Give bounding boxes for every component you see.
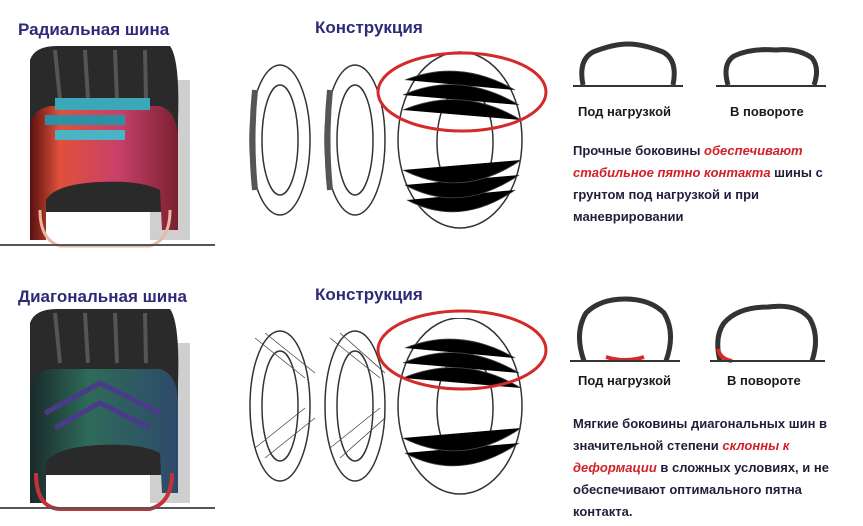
radial-tire-cutaway-image	[0, 45, 215, 248]
radial-construction-title: Конструкция	[315, 18, 423, 37]
diagonal-construction-title: Конструкция	[315, 285, 423, 304]
diagonal-title: Диагональная шина	[18, 287, 187, 306]
diagonal-desc-part-2: в сложных условиях, и не обеспечивают оп…	[573, 460, 829, 519]
radial-caption-turn: В повороте	[730, 104, 804, 119]
diagonal-caption-turn: В повороте	[727, 373, 801, 388]
diagonal-description: Мягкие боковины диагональных шин в значи…	[573, 413, 848, 523]
diagonal-construction-diagram	[249, 318, 523, 495]
radial-highlight-ellipse	[376, 51, 548, 133]
diagonal-tire-cutaway-image	[0, 308, 215, 511]
radial-section: Радиальная шина Конструкция	[0, 18, 848, 248]
radial-profile-load-diagram	[573, 41, 683, 87]
radial-description: Прочные боковины обеспечивают стабильное…	[573, 140, 848, 228]
radial-title: Радиальная шина	[18, 20, 170, 39]
radial-caption-load: Под нагрузкой	[578, 104, 672, 119]
diagonal-caption-load: Под нагрузкой	[578, 373, 672, 388]
diagonal-highlight-ellipse	[376, 309, 548, 391]
diagonal-desc-part-1: Мягкие боковины диагональных шин в значи…	[573, 416, 828, 453]
radial-desc-part-2: шины с грунтом под нагрузкой и при манев…	[573, 165, 823, 224]
diagonal-desc-highlight: склонны к деформации	[573, 438, 790, 475]
radial-profile-turn-diagram	[716, 47, 826, 87]
diagonal-section: Диагональная шина Конструкция	[0, 263, 863, 526]
diagonal-profile-load-diagram	[570, 296, 680, 362]
radial-desc-highlight: обеспечивают стабильное пятно контакта	[573, 143, 803, 180]
diagonal-profile-turn-diagram	[710, 303, 825, 363]
radial-desc-part-1: Прочные боковины	[573, 143, 705, 158]
